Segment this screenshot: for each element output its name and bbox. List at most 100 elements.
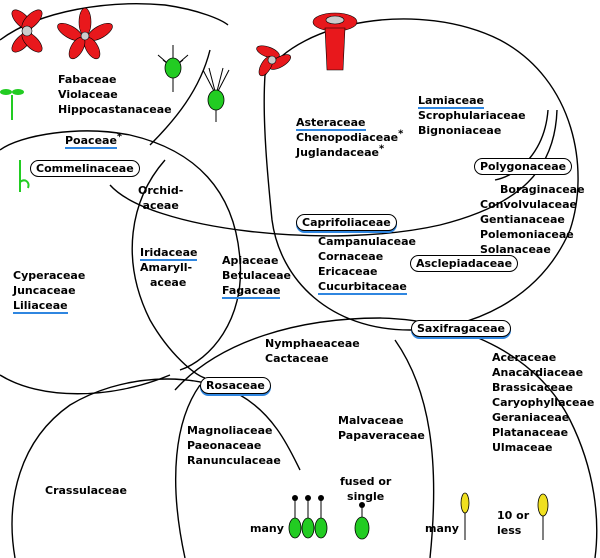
family-label: Gentianaceae <box>480 213 565 226</box>
asclepiadaceae-box: Asclepiadaceae <box>410 255 519 272</box>
group-right-mid: Boraginaceae Convolvulaceae Gentianaceae… <box>480 182 585 257</box>
caption-ten-or-less: 10 or less <box>497 508 529 538</box>
family-label: Boraginaceae <box>500 183 585 196</box>
circle-rosaceae <box>174 317 598 558</box>
family-label: Fagaceae <box>222 284 281 299</box>
caption-many-yellow: many <box>425 522 459 535</box>
caption-line: less <box>497 524 522 537</box>
family-label: Solanaceae <box>480 243 551 256</box>
stamen-icon-many <box>460 492 470 540</box>
family-label: Aceraceae <box>492 351 557 364</box>
tubular-flower-icon <box>312 12 358 71</box>
caprifoliaceae-box: Caprifoliaceae <box>296 214 397 231</box>
arc-bottom-right <box>394 339 435 558</box>
arc-monocot <box>131 159 206 379</box>
star-mark: * <box>116 131 123 143</box>
caption-many-green: many <box>250 522 284 535</box>
family-label: Fabaceae <box>58 73 117 86</box>
family-label: Asteraceae <box>296 116 366 131</box>
caption-fused-or-single: fused or single <box>340 474 391 504</box>
group-orchid: Orchid- aceae <box>138 183 183 213</box>
cross-flower-icon <box>11 9 43 53</box>
group-center: Apiaceae Betulaceae Fagaceae <box>222 253 291 299</box>
family-label: Cornaceae <box>318 250 384 263</box>
ovary-icon <box>157 45 189 92</box>
star-flower-icon <box>57 7 113 60</box>
family-label: Crassulaceae <box>45 484 127 497</box>
polygonaceae-box: Polygonaceae <box>474 158 573 175</box>
poaceae-label: Poaceae* <box>65 131 123 149</box>
caption-line: single <box>347 490 385 503</box>
group-lower-mid: Nymphaeaceae Cactaceae <box>265 336 360 366</box>
group-bottom-left: Crassulaceae <box>45 483 127 498</box>
family-label: Scrophulariaceae <box>418 109 526 122</box>
family-label: Ericaceae <box>318 265 378 278</box>
family-label: Papaveraceae <box>338 429 425 442</box>
family-label: Iridaceae <box>140 246 198 261</box>
family-label: Platanaceae <box>492 426 569 439</box>
family-label: Poaceae <box>65 134 117 149</box>
family-label: Apiaceae <box>222 254 279 267</box>
rosaceae-box: Rosaceae <box>200 377 271 394</box>
star-mark: * <box>378 143 385 155</box>
family-label: Anacardiaceae <box>492 366 584 379</box>
family-label: Caryophyllaceae <box>492 396 595 409</box>
family-label: Cucurbitaceae <box>318 280 407 295</box>
group-top-right-b: Lamiaceae Scrophulariaceae Bignoniaceae <box>418 93 526 138</box>
family-label: Magnoliaceae <box>187 424 273 437</box>
family-label: Ulmaceae <box>492 441 553 454</box>
family-label: Bignoniaceae <box>418 124 502 137</box>
group-top-right-a: Asteraceae Chenopodiaceae* Juglandaceae* <box>296 115 403 160</box>
family-label: Cyperaceae <box>13 269 86 282</box>
group-bottom-center-b: Malvaceae Papaveraceae <box>338 413 425 443</box>
circle-bottom-left <box>11 378 301 558</box>
ovary-icon-2 <box>202 67 230 122</box>
family-label: Geraniaceae <box>492 411 570 424</box>
caption-line: 10 or <box>497 509 530 522</box>
circle-arc-right <box>263 18 579 331</box>
star-mark: * <box>398 128 404 140</box>
group-right-low: Aceraceae Anacardiaceae Brassicaceae Car… <box>492 350 594 455</box>
pistil-icon-group <box>288 495 328 539</box>
family-label: Hippocastanaceae <box>58 103 172 116</box>
group-top-left: Fabaceae Violaceae Hippocastanaceae <box>58 72 172 117</box>
star-flower-icon-2 <box>256 45 291 77</box>
family-label: Convolvulaceae <box>480 198 578 211</box>
family-label: Chenopodiaceae <box>296 131 399 144</box>
seedling-icon-2 <box>19 160 30 192</box>
saxifragaceae-box: Saxifragaceae <box>411 320 512 337</box>
family-label: Violaceae <box>58 88 118 101</box>
family-label: Lamiaceae <box>418 94 484 109</box>
family-label: Cactaceae <box>265 352 329 365</box>
family-label: aceae <box>142 199 179 212</box>
pistil-icon-single <box>354 502 370 540</box>
family-label: Paeonaceae <box>187 439 262 452</box>
family-label: Nymphaeaceae <box>265 337 360 350</box>
family-label: Malvaceae <box>338 414 404 427</box>
family-label: Juncaceae <box>13 284 76 297</box>
group-iridaceae: Iridaceae Amaryll- aceae <box>140 245 198 290</box>
ellipse-left-bottom <box>0 374 171 395</box>
caption-line: fused or <box>340 475 392 488</box>
group-center-right: Campanulaceae Cornaceae Ericaceae Cucurb… <box>318 234 416 295</box>
family-label: Ranunculaceae <box>187 454 281 467</box>
circle-arc-top-left-2 <box>149 49 211 146</box>
arc-bottom-center <box>174 384 201 558</box>
commelinaceae-box: Commelinaceae <box>30 160 140 177</box>
family-label: Brassicaceae <box>492 381 573 394</box>
family-label: Juglandaceae <box>296 146 379 159</box>
seedling-icon <box>0 89 24 120</box>
family-label: Liliaceae <box>13 299 68 314</box>
ellipse-left <box>0 130 242 371</box>
family-label: Campanulaceae <box>318 235 416 248</box>
family-label: Polemoniaceae <box>480 228 574 241</box>
family-label: Orchid- <box>138 184 184 197</box>
group-left: Cyperaceae Juncaceae Liliaceae <box>13 268 86 314</box>
family-label: aceae <box>150 276 187 289</box>
stamen-icon-few <box>537 493 549 540</box>
family-label: Amaryll- <box>140 261 193 274</box>
group-bottom-center-a: Magnoliaceae Paeonaceae Ranunculaceae <box>187 423 281 468</box>
family-label: Betulaceae <box>222 269 291 282</box>
